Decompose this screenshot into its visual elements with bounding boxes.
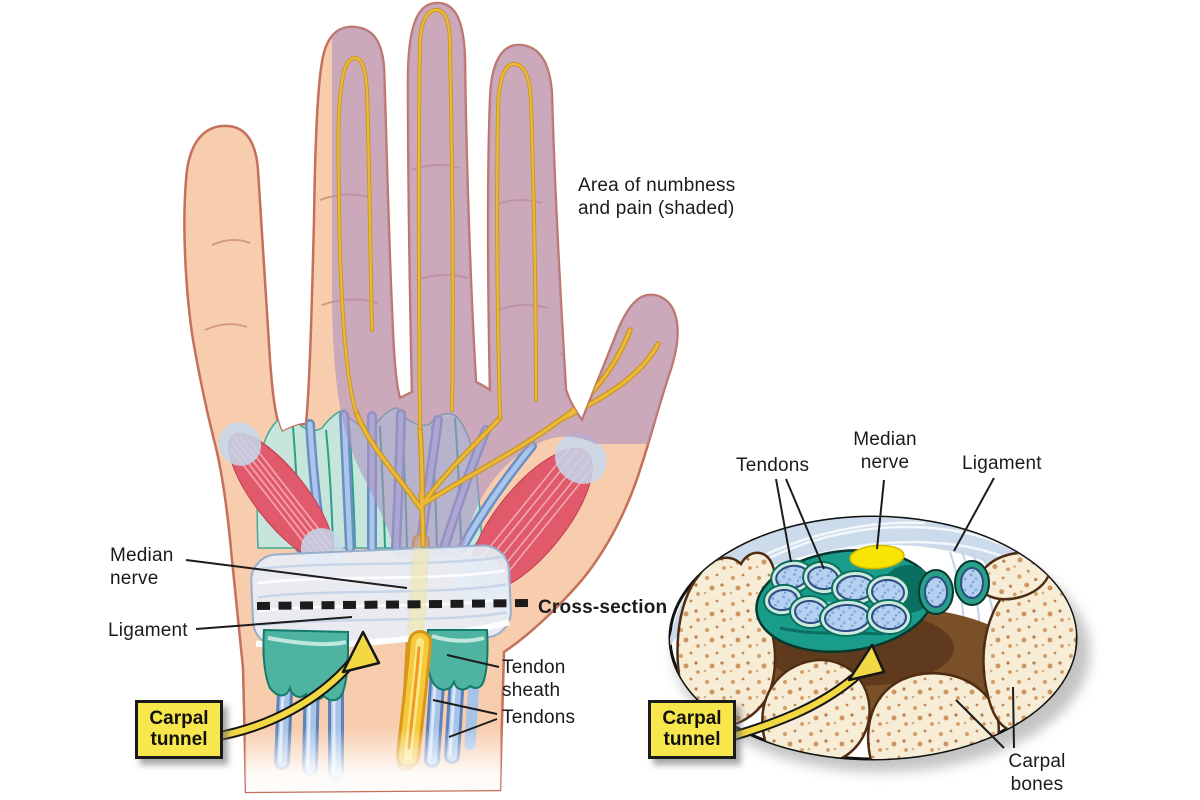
median-nerve-branches — [336, 7, 661, 548]
tendons-label: Tendons — [502, 707, 576, 728]
hand-illustration — [183, 1, 679, 794]
carpal-tunnel-arrow-inset — [725, 643, 886, 742]
carpal-tunnel-callout: Carpal tunnel — [135, 700, 223, 759]
cross-section-label: Cross-section — [538, 597, 668, 618]
wrist-ligament — [250, 544, 512, 649]
inset-ligament-label: Ligament — [962, 453, 1042, 474]
carpal-bones-label: Carpal bones — [1008, 751, 1066, 796]
forearm-fade — [225, 728, 525, 793]
area-of-numbness-label: Area of numbness and pain (shaded) — [578, 175, 736, 220]
cross-section-line — [256, 599, 532, 610]
inset-carpal-tunnel-callout: Carpal tunnel — [648, 700, 736, 759]
inset-tendons — [763, 559, 990, 638]
inset-median-nerve — [849, 544, 905, 570]
inset-median-nerve-label: Median nerve — [853, 429, 917, 474]
inset-ligament-band — [670, 517, 1076, 650]
inset-tendons-label: Tendons — [736, 455, 810, 476]
ligament-label: Ligament — [108, 620, 188, 641]
leader-lines — [185, 477, 1015, 749]
tendon-sheath-label: Tendon sheath — [502, 657, 566, 702]
median-nerve-label: Median nerve — [110, 545, 174, 590]
cross-section-inset — [668, 515, 1090, 772]
carpal-tunnel-arrow-hand — [209, 630, 381, 742]
